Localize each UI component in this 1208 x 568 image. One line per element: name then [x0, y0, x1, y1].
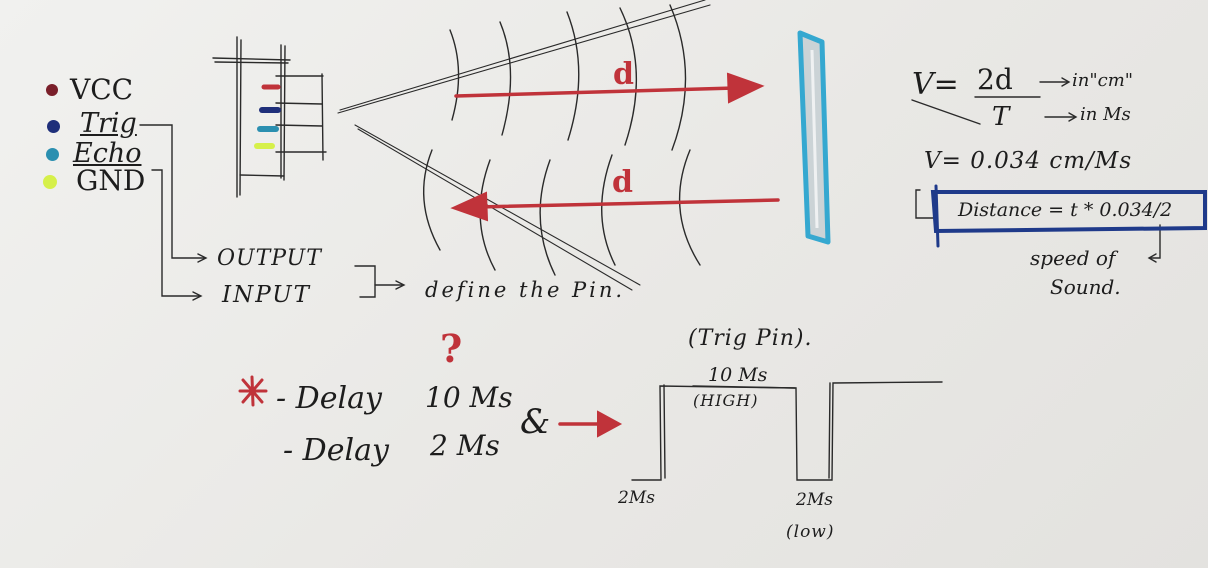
outgoing-arrow: [454, 86, 737, 98]
delay-2-value: 2 Ms: [430, 429, 500, 462]
delay-2-label: - Delay: [283, 433, 389, 468]
unit-microseconds: in Ms: [1080, 104, 1131, 125]
formula-strokes: [911, 77, 1161, 263]
distance-label-returning: d: [612, 165, 633, 200]
distance-box: [930, 184, 1207, 248]
pin-label-gnd: GND: [76, 164, 146, 197]
mode-input: INPUT: [222, 282, 312, 308]
define-the-pin: define the Pin.: [425, 278, 626, 302]
delay-1-label: - Delay: [276, 381, 382, 416]
velocity-symbol: V=: [912, 67, 959, 102]
sensor-module: [212, 36, 327, 198]
outgoing-waves: [449, 4, 687, 151]
mode-output: OUTPUT: [217, 246, 322, 271]
pin-label-echo: Echo: [73, 138, 142, 169]
delay-1-value: 10 Ms: [425, 381, 513, 414]
trig-timing-diagram: [631, 381, 943, 481]
pin-dot-trig: [47, 120, 60, 133]
and-symbol: &: [520, 402, 551, 442]
low-label: (low): [786, 522, 835, 542]
pin-label-trig: Trig: [80, 108, 137, 139]
formula-denominator: T: [992, 102, 1010, 132]
beam-lines: [337, 0, 711, 291]
formula-numerator: 2d: [977, 63, 1013, 96]
high-duration: 10 Ms: [708, 364, 768, 386]
pin-dot-vcc: [46, 84, 58, 96]
pin-dot-gnd: [43, 175, 57, 189]
distance-label-outgoing: d: [613, 57, 634, 92]
sound-note: Sound.: [1050, 275, 1121, 299]
pin-dot-echo: [46, 148, 59, 161]
unit-centimeters: in"cm": [1072, 70, 1134, 91]
pin-connectors: [139, 124, 406, 301]
returning-waves: [423, 149, 701, 276]
pin-label-vcc: VCC: [70, 73, 134, 106]
timing-title: (Trig Pin).: [688, 326, 813, 351]
high-label: (HIGH): [693, 391, 759, 410]
low-start-duration: 2Ms: [618, 488, 655, 508]
speed-of-sound-note: speed of: [1030, 246, 1116, 270]
low-end-duration: 2Ms: [796, 490, 833, 510]
question-mark: ?: [440, 326, 463, 371]
distance-formula: Distance = t * 0.034/2: [958, 199, 1173, 221]
returning-arrow: [476, 198, 780, 209]
sensor-pin-marks: [254, 84, 281, 149]
red-arrows: [238, 72, 780, 438]
asterisk-strokes: [238, 375, 268, 407]
reflector-wall: [797, 30, 831, 245]
speed-formula: V= 0.034 cm/Ms: [924, 148, 1133, 174]
